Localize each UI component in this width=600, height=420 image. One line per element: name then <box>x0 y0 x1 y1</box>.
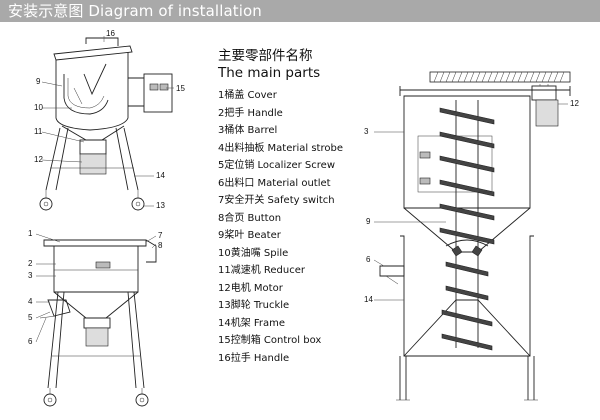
part-item: 1桶盖 Cover <box>218 90 277 101</box>
mixer-side-view <box>39 36 174 211</box>
callout-4: 4 <box>28 297 33 306</box>
header-bar: 安装示意图 Diagram of installation <box>0 0 600 22</box>
callout-14: 14 <box>364 295 373 304</box>
callouts-top-left: 16 9 15 10 11 12 14 13 <box>34 29 185 210</box>
part-item: 13脚轮 Truckle <box>218 300 290 311</box>
callout-10: 10 <box>34 103 43 112</box>
part-item: 5定位销 Localizer Screw <box>218 160 335 171</box>
callout-6: 6 <box>366 255 371 264</box>
part-item: 7安全开关 Safety switch <box>218 195 335 206</box>
callout-9: 9 <box>36 77 41 86</box>
part-item: 2把手 Handle <box>218 107 283 119</box>
callout-13: 13 <box>156 201 165 210</box>
header-arrow-decoration <box>284 0 298 22</box>
callout-8: 8 <box>158 241 163 250</box>
part-item: 11减速机 Reducer <box>218 265 306 276</box>
callout-1: 1 <box>28 229 33 238</box>
callout-12: 12 <box>34 155 43 164</box>
callout-9: 9 <box>366 217 371 226</box>
part-item: 8合页 Button <box>218 212 282 224</box>
callout-14: 14 <box>156 171 165 180</box>
part-item: 3桶体 Barrel <box>218 125 278 136</box>
callout-12: 12 <box>570 99 579 108</box>
part-item: 16拉手 Handle <box>218 352 290 364</box>
callout-7: 7 <box>158 231 163 240</box>
parts-title-chinese: 主要零部件名称 <box>218 48 313 64</box>
callout-11: 11 <box>34 127 43 136</box>
callout-15: 15 <box>176 84 185 93</box>
callouts-bottom-left: 1 7 8 2 3 4 5 6 <box>28 229 163 346</box>
callout-16: 16 <box>106 29 115 38</box>
callout-5: 5 <box>28 313 33 322</box>
part-item: 9桨叶 Beater <box>218 230 281 241</box>
part-item: 4出料抽板 Material strobe <box>218 142 343 154</box>
main-parts-panel: 主要零部件名称 The main parts 1桶盖 Cover 2把手 Han… <box>218 48 368 367</box>
header-title: 安装示意图 Diagram of installation <box>8 2 262 20</box>
parts-list: 1桶盖 Cover 2把手 Handle 3桶体 Barrel 4出料抽板 Ma… <box>218 87 368 367</box>
callout-2: 2 <box>28 259 33 268</box>
mixer-front-view <box>35 233 157 407</box>
part-item: 15控制箱 Control box <box>218 335 322 346</box>
callouts-right: 12 3 9 6 14 <box>364 99 579 304</box>
vertical-mixer-view <box>373 71 571 401</box>
part-item: 14机架 Frame <box>218 317 286 329</box>
callout-6: 6 <box>28 337 33 346</box>
part-item: 6出料口 Material outlet <box>218 177 331 189</box>
part-item: 10黄油嘴 Spile <box>218 247 289 259</box>
parts-title-english: The main parts <box>218 65 321 81</box>
callout-3: 3 <box>28 271 33 280</box>
part-item: 12电机 Motor <box>218 282 283 294</box>
callout-3: 3 <box>364 127 369 136</box>
